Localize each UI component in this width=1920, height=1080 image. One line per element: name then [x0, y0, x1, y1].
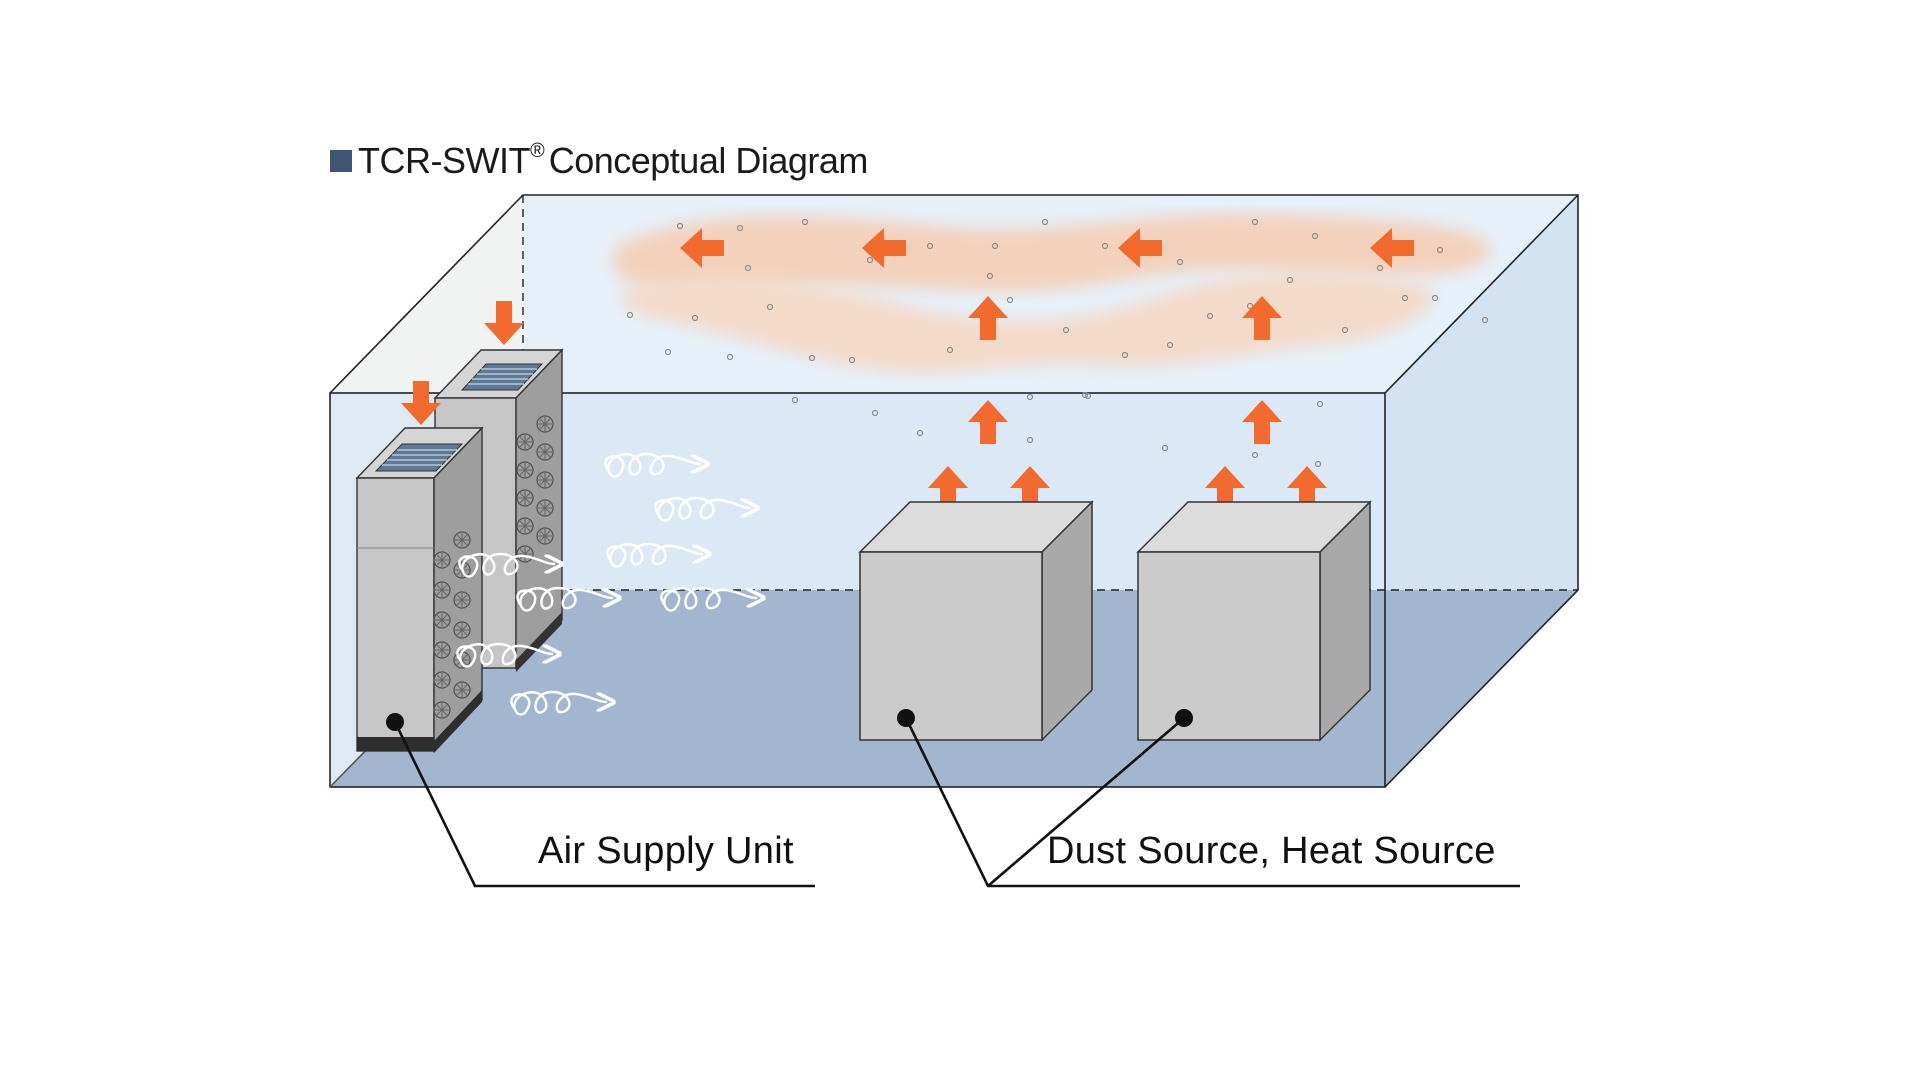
callout-lines — [393, 717, 1520, 888]
swirl-icon — [510, 690, 606, 716]
title-rest: Conceptual Diagram — [548, 140, 869, 181]
left-arrow-icon — [1118, 228, 1162, 268]
ceiling-flow-arrows — [680, 228, 1414, 268]
swirl-icon — [456, 642, 552, 668]
up-arrow-icon — [1287, 466, 1327, 510]
down-arrow-icon — [484, 301, 524, 345]
rising-air-arrows — [928, 296, 1327, 510]
up-arrow-icon — [928, 466, 968, 510]
swirl-icon — [458, 552, 554, 578]
down-arrow-icon — [401, 381, 441, 425]
dust-heat-source-1 — [858, 500, 1094, 742]
up-arrow-icon — [968, 400, 1008, 444]
swirl-icon — [516, 586, 612, 612]
warm-air-plume — [612, 213, 1491, 373]
swirl-airflow — [456, 452, 756, 716]
air-supply-unit-front — [355, 426, 484, 753]
label-air-supply-unit: Air Supply Unit — [538, 830, 794, 872]
swirl-icon — [606, 542, 702, 568]
up-arrow-icon — [1242, 400, 1282, 444]
dust-particles — [626, 218, 1489, 468]
swirl-icon — [604, 452, 700, 478]
diagram-title: TCR-SWIT ® Conceptual Diagram — [330, 140, 868, 182]
callout-line-source-2 — [987, 717, 1185, 887]
title-main: TCR-SWIT — [358, 140, 530, 181]
up-arrow-icon — [1242, 296, 1282, 340]
label-dust-heat-source: Dust Source, Heat Source — [1047, 830, 1496, 872]
grille-icon — [460, 363, 544, 391]
grille-icon — [374, 443, 464, 472]
up-arrow-icon — [1010, 466, 1050, 510]
intake-arrows — [401, 301, 524, 425]
swirl-icon — [660, 586, 756, 612]
left-arrow-icon — [862, 228, 906, 268]
callout-line-air-supply — [393, 721, 815, 888]
left-arrow-icon — [1370, 228, 1414, 268]
up-arrow-icon — [968, 296, 1008, 340]
registered-mark: ® — [529, 139, 545, 162]
dust-heat-source-2 — [1136, 500, 1372, 742]
up-arrow-icon — [1205, 466, 1245, 510]
left-arrow-icon — [680, 228, 724, 268]
title-square-icon — [330, 150, 352, 172]
swirl-icon — [654, 496, 750, 522]
